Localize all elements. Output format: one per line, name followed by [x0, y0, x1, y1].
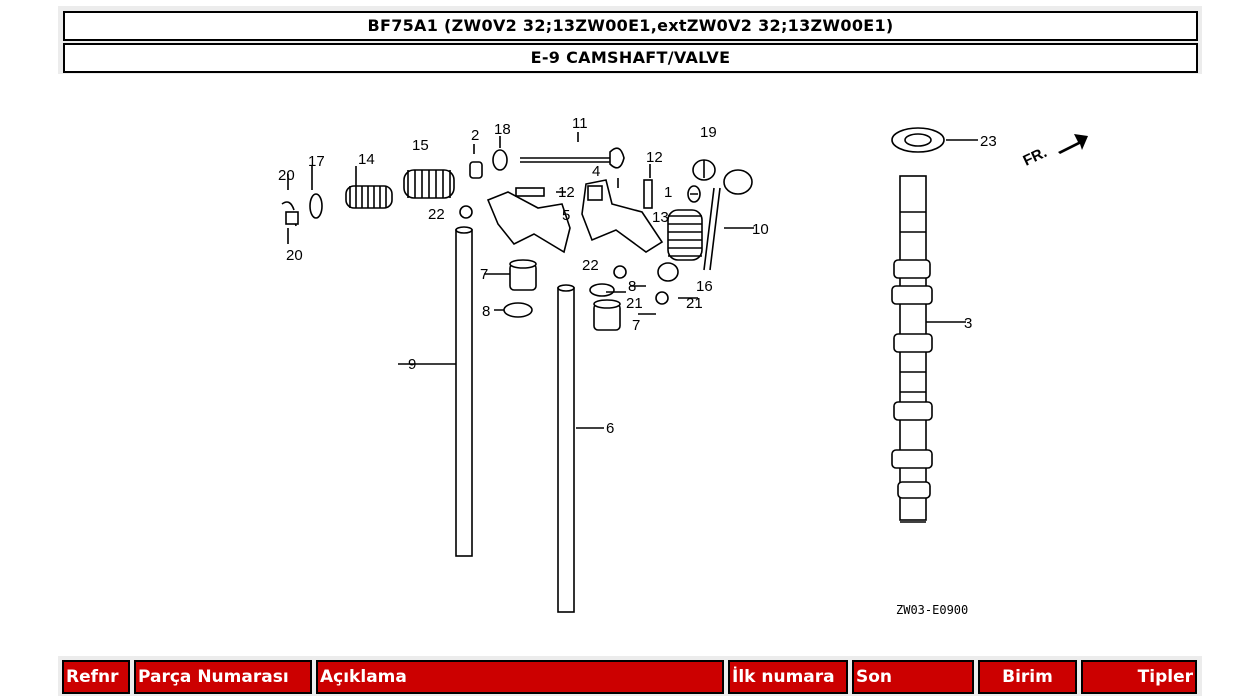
table-header-row: Refnr Parça Numarası Açıklama İlk numara… [62, 660, 1197, 694]
washer-8b [589, 283, 615, 297]
label-9: 9 [408, 356, 416, 373]
col-description[interactable]: Açıklama [316, 660, 724, 694]
col-first-number[interactable]: İlk numara [728, 660, 848, 694]
valve-11 [520, 147, 625, 169]
col-refnr[interactable]: Refnr [62, 660, 130, 694]
camshaft-3 [891, 175, 933, 523]
label-1: 1 [664, 184, 672, 201]
seat-16 [657, 262, 679, 282]
section-title: E-9 CAMSHAFT/VALVE [63, 43, 1198, 73]
label-4: 4 [592, 163, 600, 180]
spring-14 [345, 185, 393, 209]
ring-21 [655, 291, 669, 305]
spring-15 [403, 169, 455, 199]
label-18: 18 [494, 121, 511, 138]
label-16: 16 [696, 278, 713, 295]
screw-12b [643, 179, 653, 209]
col-unit[interactable]: Birim [978, 660, 1077, 694]
front-arrow-icon [1058, 134, 1088, 154]
parts-table: Refnr Parça Numarası Açıklama İlk numara… [58, 660, 1201, 694]
collar-2 [469, 161, 483, 179]
label-23: 23 [980, 133, 997, 150]
col-last[interactable]: Son [852, 660, 974, 694]
label-2: 2 [471, 127, 479, 144]
col-types[interactable]: Tipler [1081, 660, 1197, 694]
label-12b: 12 [558, 184, 575, 201]
label-14: 14 [358, 151, 375, 168]
label-17: 17 [308, 153, 325, 170]
label-20: 20 [278, 167, 295, 184]
label-15: 15 [412, 137, 429, 154]
push-rod-9 [455, 229, 473, 557]
drawing-code: ZW03-E0900 [896, 603, 968, 617]
label-11: 11 [572, 115, 588, 132]
model-title: BF75A1 (ZW0V2 32;13ZW00E1,extZW0V2 32;13… [63, 11, 1198, 41]
label-13: 13 [652, 209, 669, 226]
retainer-17 [309, 193, 323, 219]
spring-13 [667, 209, 703, 261]
label-22b: 22 [582, 257, 599, 274]
label-10: 10 [752, 221, 769, 238]
label-19: 19 [700, 124, 717, 141]
seal-18 [492, 149, 508, 171]
label-12: 12 [646, 149, 663, 166]
label-8b: 8 [482, 303, 490, 320]
rocker-arm-5 [486, 191, 571, 254]
direction-label: FR. [1021, 144, 1050, 170]
label-22: 22 [428, 206, 445, 223]
push-rod-6 [557, 287, 575, 613]
label-6: 6 [606, 420, 614, 437]
valve-10 [703, 187, 721, 271]
label-20b: 20 [286, 247, 303, 264]
parts-diagram: 20 17 14 15 2 18 11 19 12 4 1 12 22 5 13… [278, 115, 1088, 617]
nut-22b [613, 265, 627, 279]
screw-12 [515, 187, 545, 197]
col-part-number[interactable]: Parça Numarası [134, 660, 312, 694]
label-5: 5 [562, 207, 570, 224]
label-8: 8 [628, 278, 636, 295]
label-3: 3 [964, 315, 972, 332]
washer-8 [503, 302, 533, 318]
label-7: 7 [480, 266, 488, 283]
label-21b: 21 [686, 295, 703, 312]
nut-22 [459, 205, 473, 219]
label-21: 21 [626, 295, 643, 312]
label-7b: 7 [632, 317, 640, 334]
